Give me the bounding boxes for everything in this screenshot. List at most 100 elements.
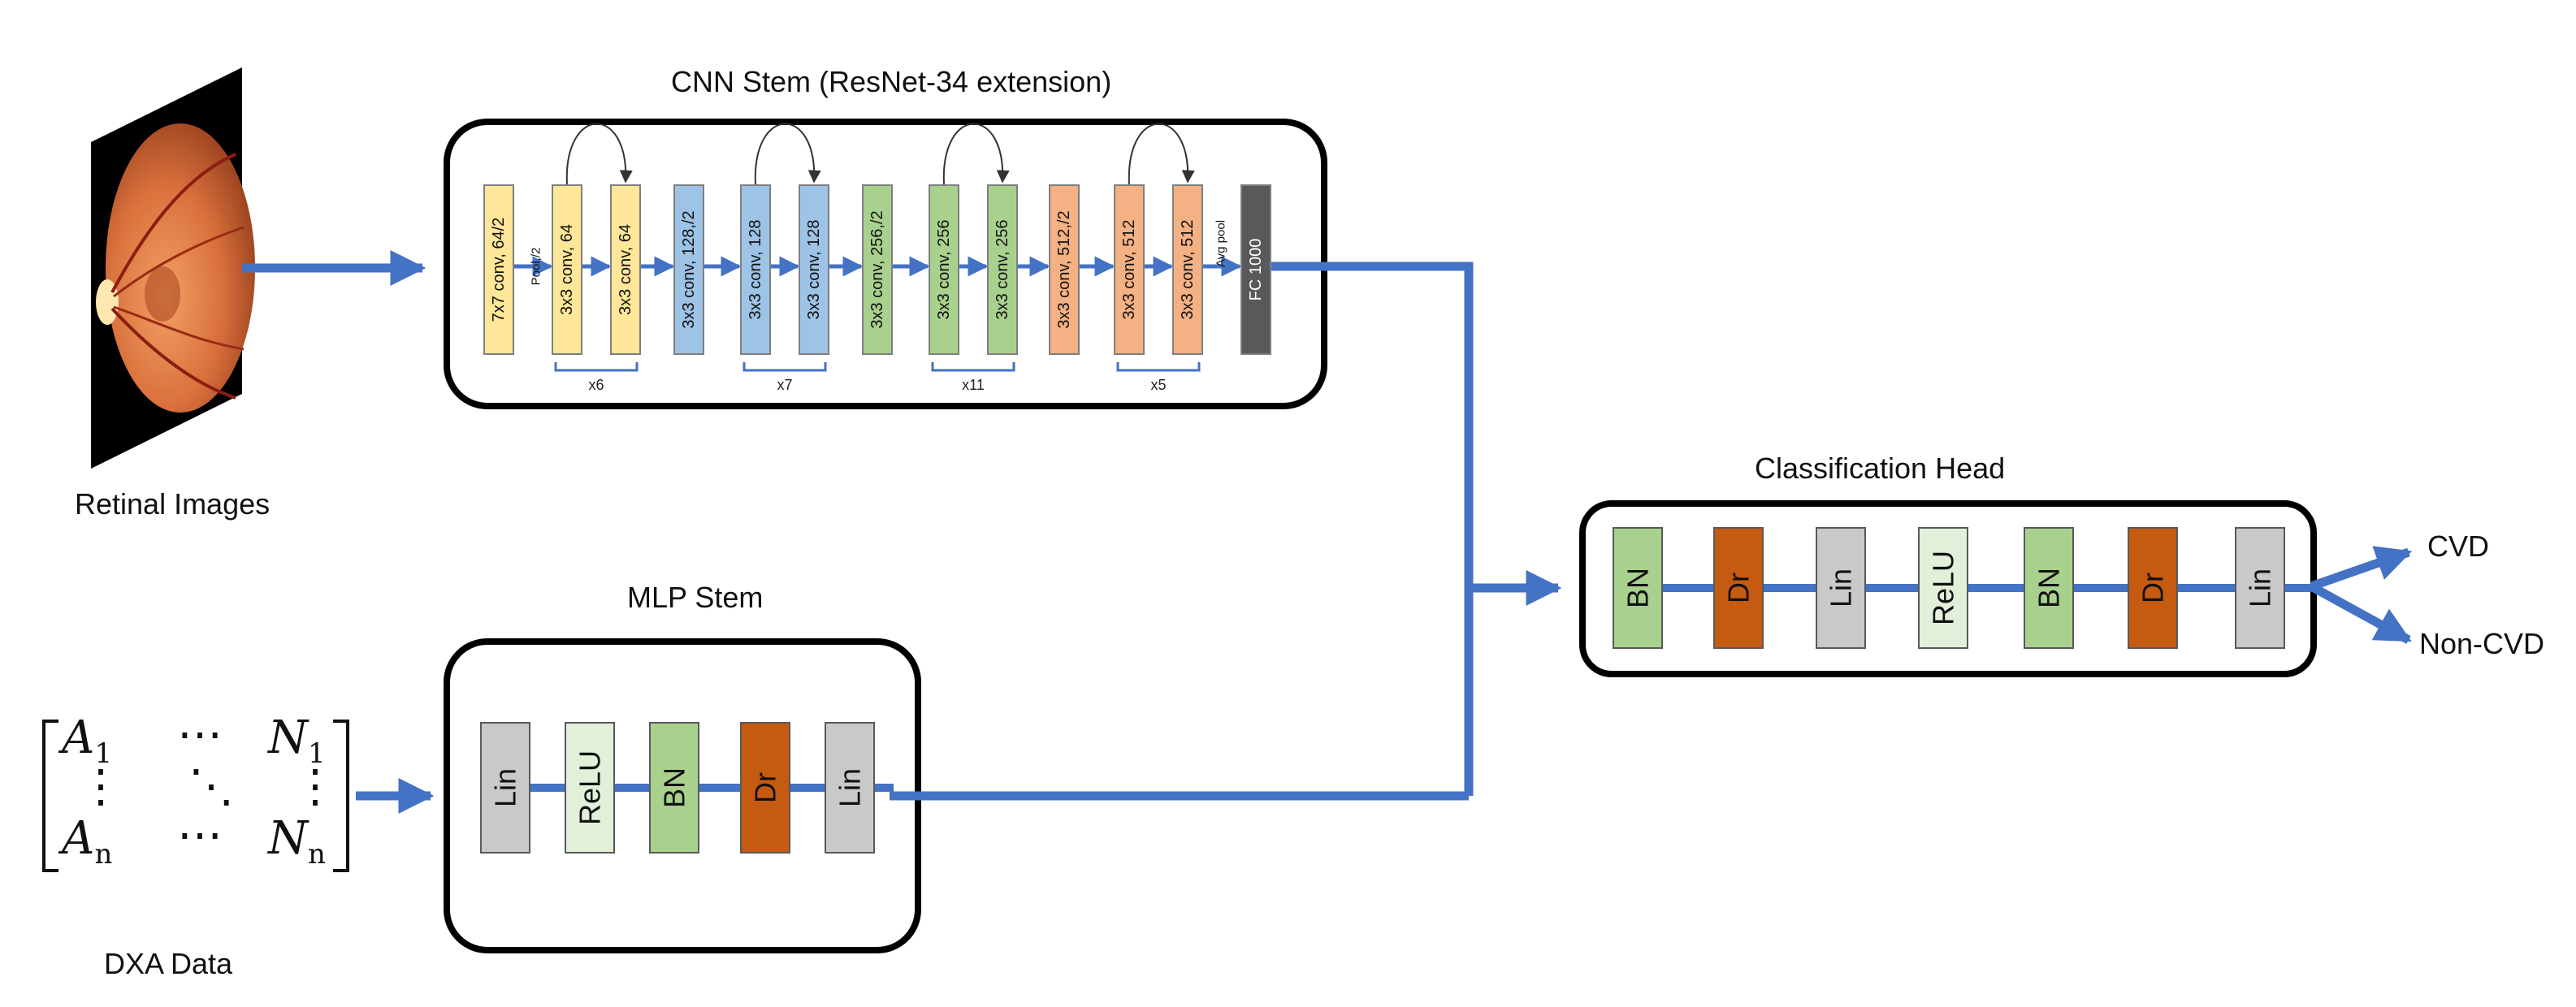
bracket-line bbox=[742, 362, 827, 372]
classification-head-title: Classification Head bbox=[1755, 452, 2006, 485]
repeat-bracket: x6 bbox=[554, 362, 639, 393]
repeat-count-label: x7 bbox=[777, 377, 792, 393]
cnn-block-rect bbox=[1172, 184, 1203, 355]
matrix-brackets bbox=[42, 720, 349, 872]
matrix-n1: N1 bbox=[268, 711, 326, 771]
head-block-label: ReLU bbox=[1927, 551, 1960, 625]
cnn-block-label: 3x3 conv, 64 bbox=[617, 224, 634, 315]
cnn-block-3x3-conv-512: 3x3 conv, 512 bbox=[1172, 184, 1203, 355]
cnn-block-label: 3x3 conv, 256 bbox=[994, 219, 1011, 319]
vessel bbox=[113, 305, 245, 351]
matrix-a1: A1 bbox=[62, 711, 113, 771]
cnn-block-3x3-conv-256: 3x3 conv, 256 bbox=[929, 184, 959, 355]
cnn-block-3x3-conv-256-2: 3x3 conv, 256,/2 bbox=[862, 184, 893, 355]
cnn-block-label: 3x3 conv, 64 bbox=[558, 224, 576, 315]
retinal-image bbox=[91, 67, 255, 469]
mlp-block-lin: Lin bbox=[825, 722, 875, 854]
repeat-bracket: x7 bbox=[742, 362, 827, 393]
head-block-label: BN bbox=[2033, 568, 2066, 608]
head-block-rect bbox=[1816, 527, 1866, 649]
macula bbox=[145, 266, 180, 322]
mlp-block-label: Dr bbox=[749, 772, 782, 803]
skip-connection-arrow bbox=[942, 123, 1010, 186]
cnn-block-rect bbox=[552, 184, 582, 355]
mlp-block-rect bbox=[740, 722, 790, 854]
head-block-label: Lin bbox=[1825, 568, 1858, 607]
mlp-block-label: ReLU bbox=[574, 750, 607, 825]
mlp-block-label: BN bbox=[658, 767, 691, 808]
bracket-line bbox=[554, 362, 639, 372]
cnn-block-label: 3x3 conv, 128,/2 bbox=[680, 210, 698, 328]
cnn-block-label: 3x3 conv, 128 bbox=[805, 219, 823, 319]
vessel bbox=[113, 226, 245, 298]
cnn-output-line bbox=[1271, 261, 1474, 796]
head-block-rect bbox=[2128, 527, 2178, 649]
cnn-block-3x3-conv-512: 3x3 conv, 512 bbox=[1114, 184, 1145, 355]
vessel bbox=[110, 153, 236, 293]
mlp-stem-title: MLP Stem bbox=[627, 581, 764, 614]
matrix-vdots-1: ⋮ bbox=[78, 760, 123, 813]
cnn-block-fc-1000: FC 1000 bbox=[1240, 184, 1271, 355]
head-blocks: BN Dr Lin ReLU BN Dr Lin bbox=[1613, 527, 2285, 649]
matrix-hdots-1: ⋯ bbox=[177, 708, 223, 761]
head-block-bn: BN bbox=[2024, 527, 2074, 649]
cnn-block-rect bbox=[929, 184, 959, 355]
cnn-block-3x3-conv-128: 3x3 conv, 128 bbox=[799, 184, 829, 355]
main-connectors bbox=[242, 250, 2413, 814]
cnn-stem-title: CNN Stem (ResNet-34 extension) bbox=[671, 65, 1112, 98]
repeat-bracket: x11 bbox=[931, 362, 1015, 393]
cnn-block-label: 3x3 conv, 128 bbox=[747, 219, 764, 319]
head-block-relu: ReLU bbox=[1918, 527, 1968, 649]
head-block-label: BN bbox=[1621, 568, 1655, 608]
head-block-lin: Lin bbox=[2235, 527, 2285, 649]
vessel bbox=[110, 307, 236, 400]
cnn-block-rect bbox=[1049, 184, 1080, 355]
right-bracket bbox=[333, 720, 349, 872]
dxa-matrix: A1 ⋯ N1 ⋮ ⋱ ⋮ An ⋯ Nn bbox=[39, 708, 356, 877]
cnn-block-3x3-conv-64: 3x3 conv, 64 bbox=[610, 184, 641, 355]
cnn-block-3x3-conv-512-2: 3x3 conv, 512,/2 bbox=[1049, 184, 1080, 355]
head-block-dr: Dr bbox=[1713, 527, 1764, 649]
repeat-bracket: x5 bbox=[1116, 362, 1201, 393]
cnn-block-label: FC 1000 bbox=[1247, 239, 1265, 301]
head-block-rect bbox=[2235, 527, 2285, 649]
cnn-block-label: 3x3 conv, 512 bbox=[1179, 219, 1197, 319]
bracket-line bbox=[1116, 362, 1201, 372]
dxa-data-label: DXA Data bbox=[104, 947, 233, 980]
mlp-block-lin: Lin bbox=[480, 722, 530, 854]
cnn-block-rect bbox=[1114, 184, 1145, 355]
pool-label: Pool,/2 bbox=[530, 248, 543, 286]
avg-pool-label: Avg pool bbox=[1214, 220, 1228, 267]
mlp-block-rect bbox=[565, 722, 615, 854]
mlp-block-relu: ReLU bbox=[565, 722, 615, 854]
cnn-block-rect bbox=[483, 184, 514, 355]
retinal-images-label: Retinal Images bbox=[75, 487, 271, 521]
repeat-count-label: x5 bbox=[1150, 377, 1166, 393]
cnn-block-3x3-conv-128: 3x3 conv, 128 bbox=[740, 184, 771, 355]
cnn-block-rect bbox=[1240, 184, 1271, 355]
noncvd-output-arrow bbox=[2309, 582, 2412, 644]
skip-connection-arrow bbox=[1128, 123, 1195, 186]
mlp-block-rect bbox=[480, 722, 530, 854]
mlp-block-rect bbox=[649, 722, 699, 854]
bracket-line bbox=[931, 362, 1015, 372]
pool-labels: Pool,/2 Avg pool bbox=[530, 220, 1228, 285]
mlp-block-bn: BN bbox=[649, 722, 699, 854]
head-block-label: Dr bbox=[2137, 573, 2170, 603]
matrix-nn: Nn bbox=[268, 812, 326, 871]
head-block-lin: Lin bbox=[1816, 527, 1866, 649]
matrix-an: An bbox=[62, 812, 113, 871]
cnn-block-rect bbox=[673, 184, 704, 355]
mlp-block-label: Lin bbox=[833, 768, 867, 807]
mlp-block-dr: Dr bbox=[740, 722, 790, 854]
cnn-block-rect bbox=[987, 184, 1018, 355]
mlp-block-label: Lin bbox=[489, 768, 522, 807]
head-block-label: Lin bbox=[2244, 568, 2277, 607]
head-block-rect bbox=[2024, 527, 2074, 649]
cnn-blocks: 7x7 conv, 64/2 3x3 conv, 64 3x3 conv, 64 3x… bbox=[483, 184, 1271, 355]
cnn-block-label: 7x7 conv, 64/2 bbox=[490, 218, 508, 322]
cnn-block-7x7-conv-64-2: 7x7 conv, 64/2 bbox=[483, 184, 514, 355]
noncvd-output-label: Non-CVD bbox=[2419, 627, 2545, 660]
